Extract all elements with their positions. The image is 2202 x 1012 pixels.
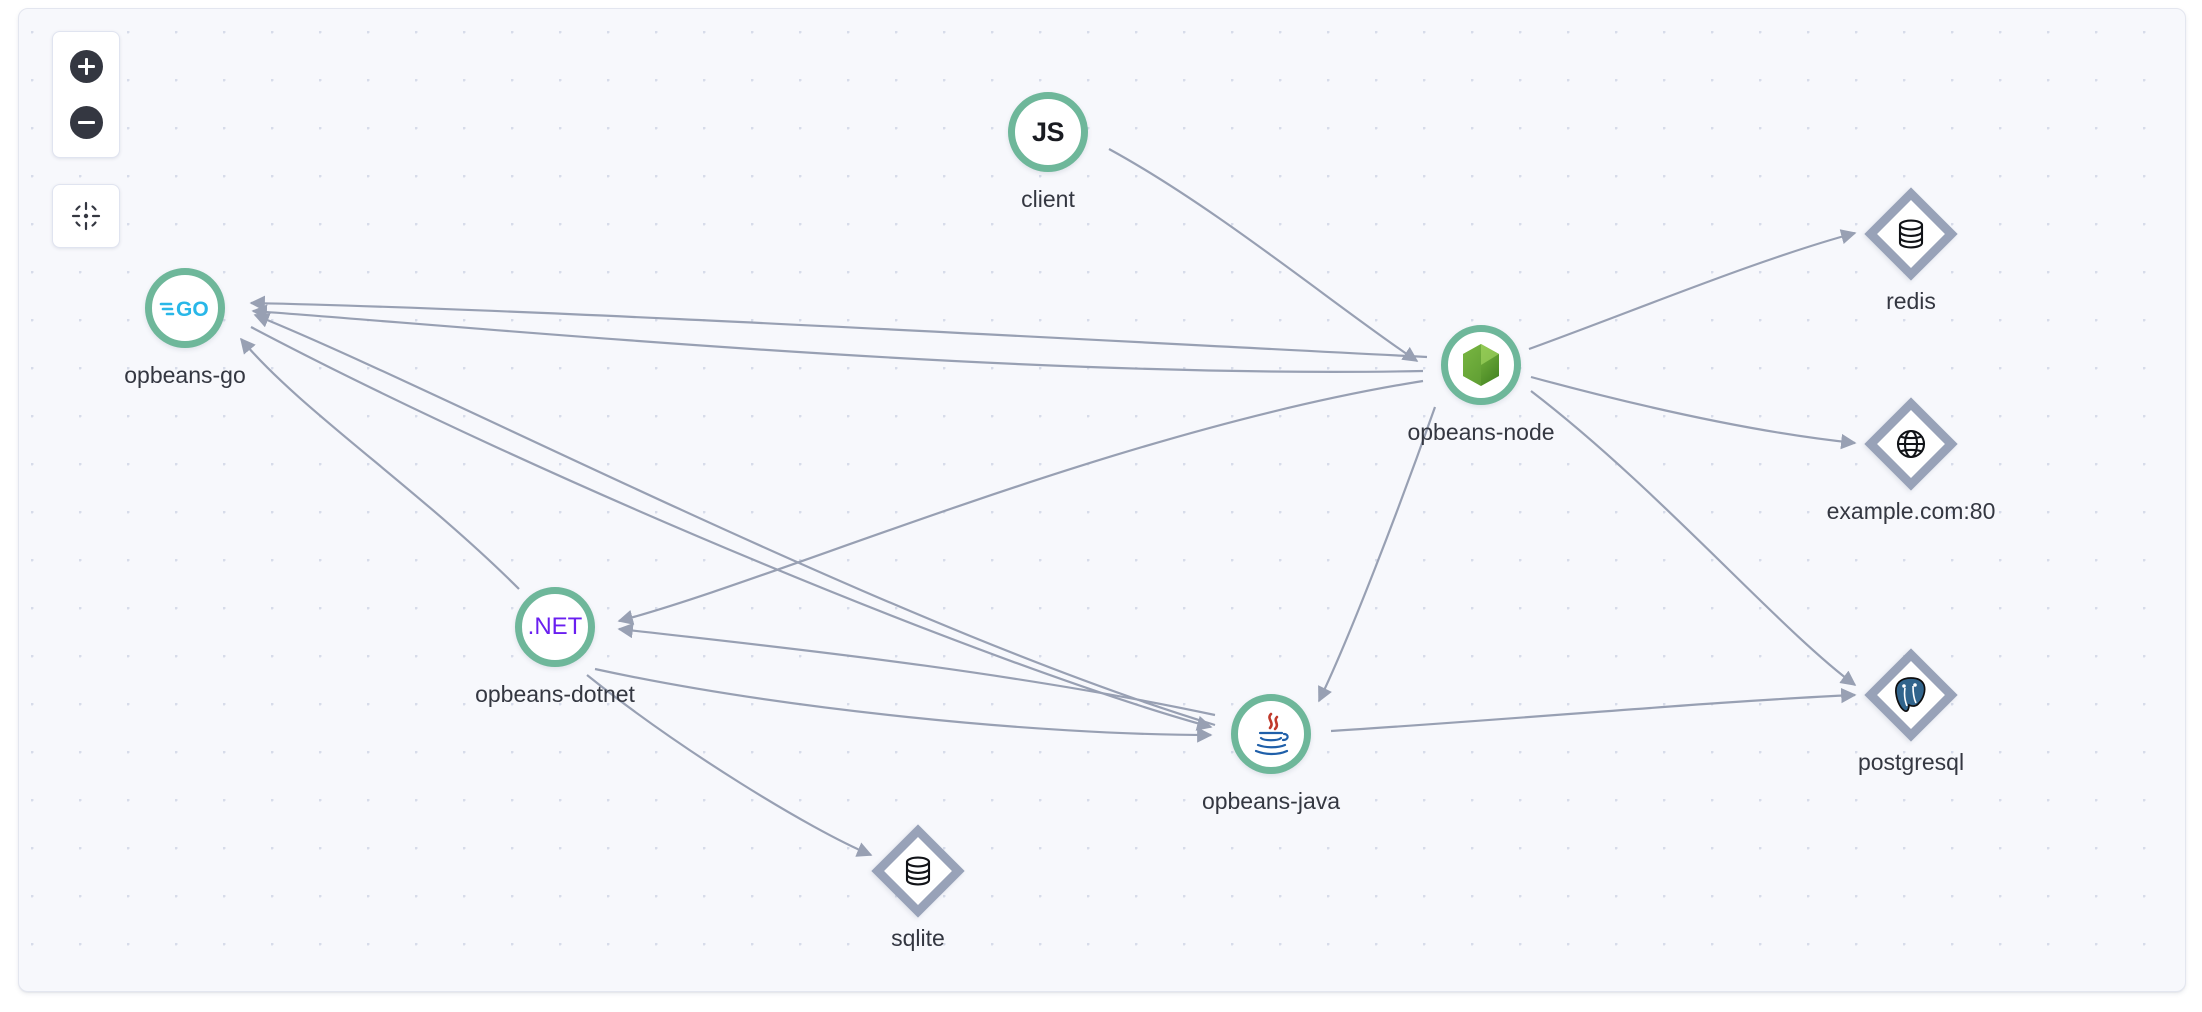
go-icon: GO bbox=[159, 298, 209, 321]
service-circle: GO bbox=[145, 268, 225, 348]
edge-opbeans-go-to-opbeans-java bbox=[250, 326, 1213, 731]
dependency-diamond bbox=[1864, 648, 1958, 742]
service-node-shape[interactable] bbox=[1225, 688, 1317, 780]
edge-opbeans-dotnet-to-opbeans-java bbox=[594, 667, 1213, 743]
minus-icon bbox=[69, 106, 103, 139]
edge-opbeans-node-to-opbeans-dotnet bbox=[617, 379, 1424, 625]
edge-opbeans-dotnet-to-opbeans-go bbox=[240, 337, 520, 590]
service-map-edges bbox=[240, 148, 1857, 857]
node-label: opbeans-dotnet bbox=[475, 681, 635, 707]
node-example.com:80[interactable]: example.com:80 bbox=[1827, 397, 1995, 525]
diamond-icon-slot bbox=[1893, 426, 1929, 462]
edge-opbeans-node-to-opbeans-java bbox=[1318, 406, 1437, 703]
edge-opbeans-node-to-opbeans-go bbox=[251, 304, 1424, 373]
dependency-node-shape[interactable] bbox=[871, 824, 965, 918]
edge-opbeans-dotnet-to-sqlite bbox=[586, 674, 873, 857]
crosshair-icon bbox=[71, 201, 101, 231]
zoom-controls[interactable] bbox=[52, 31, 120, 158]
zoom-in-button[interactable] bbox=[64, 45, 108, 89]
diamond-icon-slot bbox=[1891, 675, 1931, 715]
dependency-diamond bbox=[871, 824, 965, 918]
node-label: redis bbox=[1886, 288, 1936, 314]
node-label: opbeans-java bbox=[1201, 788, 1341, 814]
node-label: opbeans-node bbox=[1407, 419, 1555, 445]
node-postgresql[interactable]: postgresql bbox=[1836, 648, 1986, 776]
edge-opbeans-node-to-opbeans-go bbox=[249, 295, 1428, 359]
service-node-shape[interactable]: .NET bbox=[509, 581, 601, 673]
node-label: opbeans-go bbox=[124, 362, 246, 388]
node-label: postgresql bbox=[1857, 749, 1965, 775]
database-icon bbox=[905, 856, 931, 886]
node-label: client bbox=[1021, 186, 1075, 212]
postgresql-icon bbox=[1895, 677, 1926, 712]
node-client[interactable]: JS client bbox=[973, 86, 1123, 213]
javascript-icon: JS bbox=[1031, 116, 1065, 147]
node-redis[interactable]: redis bbox=[1836, 187, 1986, 315]
node-sqlite[interactable]: sqlite bbox=[843, 824, 993, 952]
service-circle bbox=[1441, 325, 1521, 405]
dependency-node-shape[interactable] bbox=[1864, 187, 1958, 281]
node-opbeans-dotnet[interactable]: .NET opbeans-dotnet bbox=[475, 581, 635, 708]
service-node-shape[interactable] bbox=[1435, 319, 1527, 411]
database-icon bbox=[1898, 219, 1924, 249]
service-circle: .NET bbox=[515, 587, 595, 667]
service-circle bbox=[1231, 694, 1311, 774]
node-opbeans-java[interactable]: opbeans-java bbox=[1196, 688, 1346, 815]
dependency-node-shape[interactable] bbox=[1864, 397, 1958, 491]
service-node-shape[interactable]: JS bbox=[1002, 86, 1094, 178]
globe-icon bbox=[1896, 429, 1926, 459]
service-node-shape[interactable]: GO bbox=[139, 262, 231, 354]
java-icon bbox=[1254, 712, 1289, 756]
edge-opbeans-node-to-postgresql bbox=[1530, 390, 1857, 686]
center-map-control[interactable] bbox=[52, 184, 120, 248]
dotnet-icon: .NET bbox=[527, 613, 583, 640]
nodejs-icon bbox=[1463, 344, 1499, 386]
edge-opbeans-java-to-postgresql bbox=[1330, 687, 1857, 733]
service-circle: JS bbox=[1008, 92, 1088, 172]
node-label: example.com:80 bbox=[1826, 498, 1996, 524]
svg-text:GO: GO bbox=[176, 298, 209, 321]
diamond-icon-slot bbox=[1893, 216, 1929, 252]
edge-opbeans-java-to-opbeans-go bbox=[253, 313, 1216, 727]
node-opbeans-node[interactable]: opbeans-node bbox=[1406, 319, 1556, 446]
edge-opbeans-java-to-opbeans-dotnet bbox=[617, 622, 1216, 717]
zoom-out-button[interactable] bbox=[64, 101, 108, 145]
dependency-node-shape[interactable] bbox=[1864, 648, 1958, 742]
diamond-icon-slot bbox=[900, 853, 936, 889]
node-label: sqlite bbox=[891, 925, 945, 951]
dependency-diamond bbox=[1864, 187, 1958, 281]
dependency-diamond bbox=[1864, 397, 1958, 491]
edge-client-to-opbeans-node bbox=[1108, 148, 1419, 362]
plus-icon bbox=[69, 50, 103, 83]
edge-opbeans-node-to-redis bbox=[1528, 229, 1857, 351]
edge-opbeans-node-to-example.com:80 bbox=[1530, 375, 1857, 450]
center-map-button[interactable] bbox=[64, 194, 108, 238]
node-opbeans-go[interactable]: GO opbeans-go bbox=[110, 262, 260, 389]
